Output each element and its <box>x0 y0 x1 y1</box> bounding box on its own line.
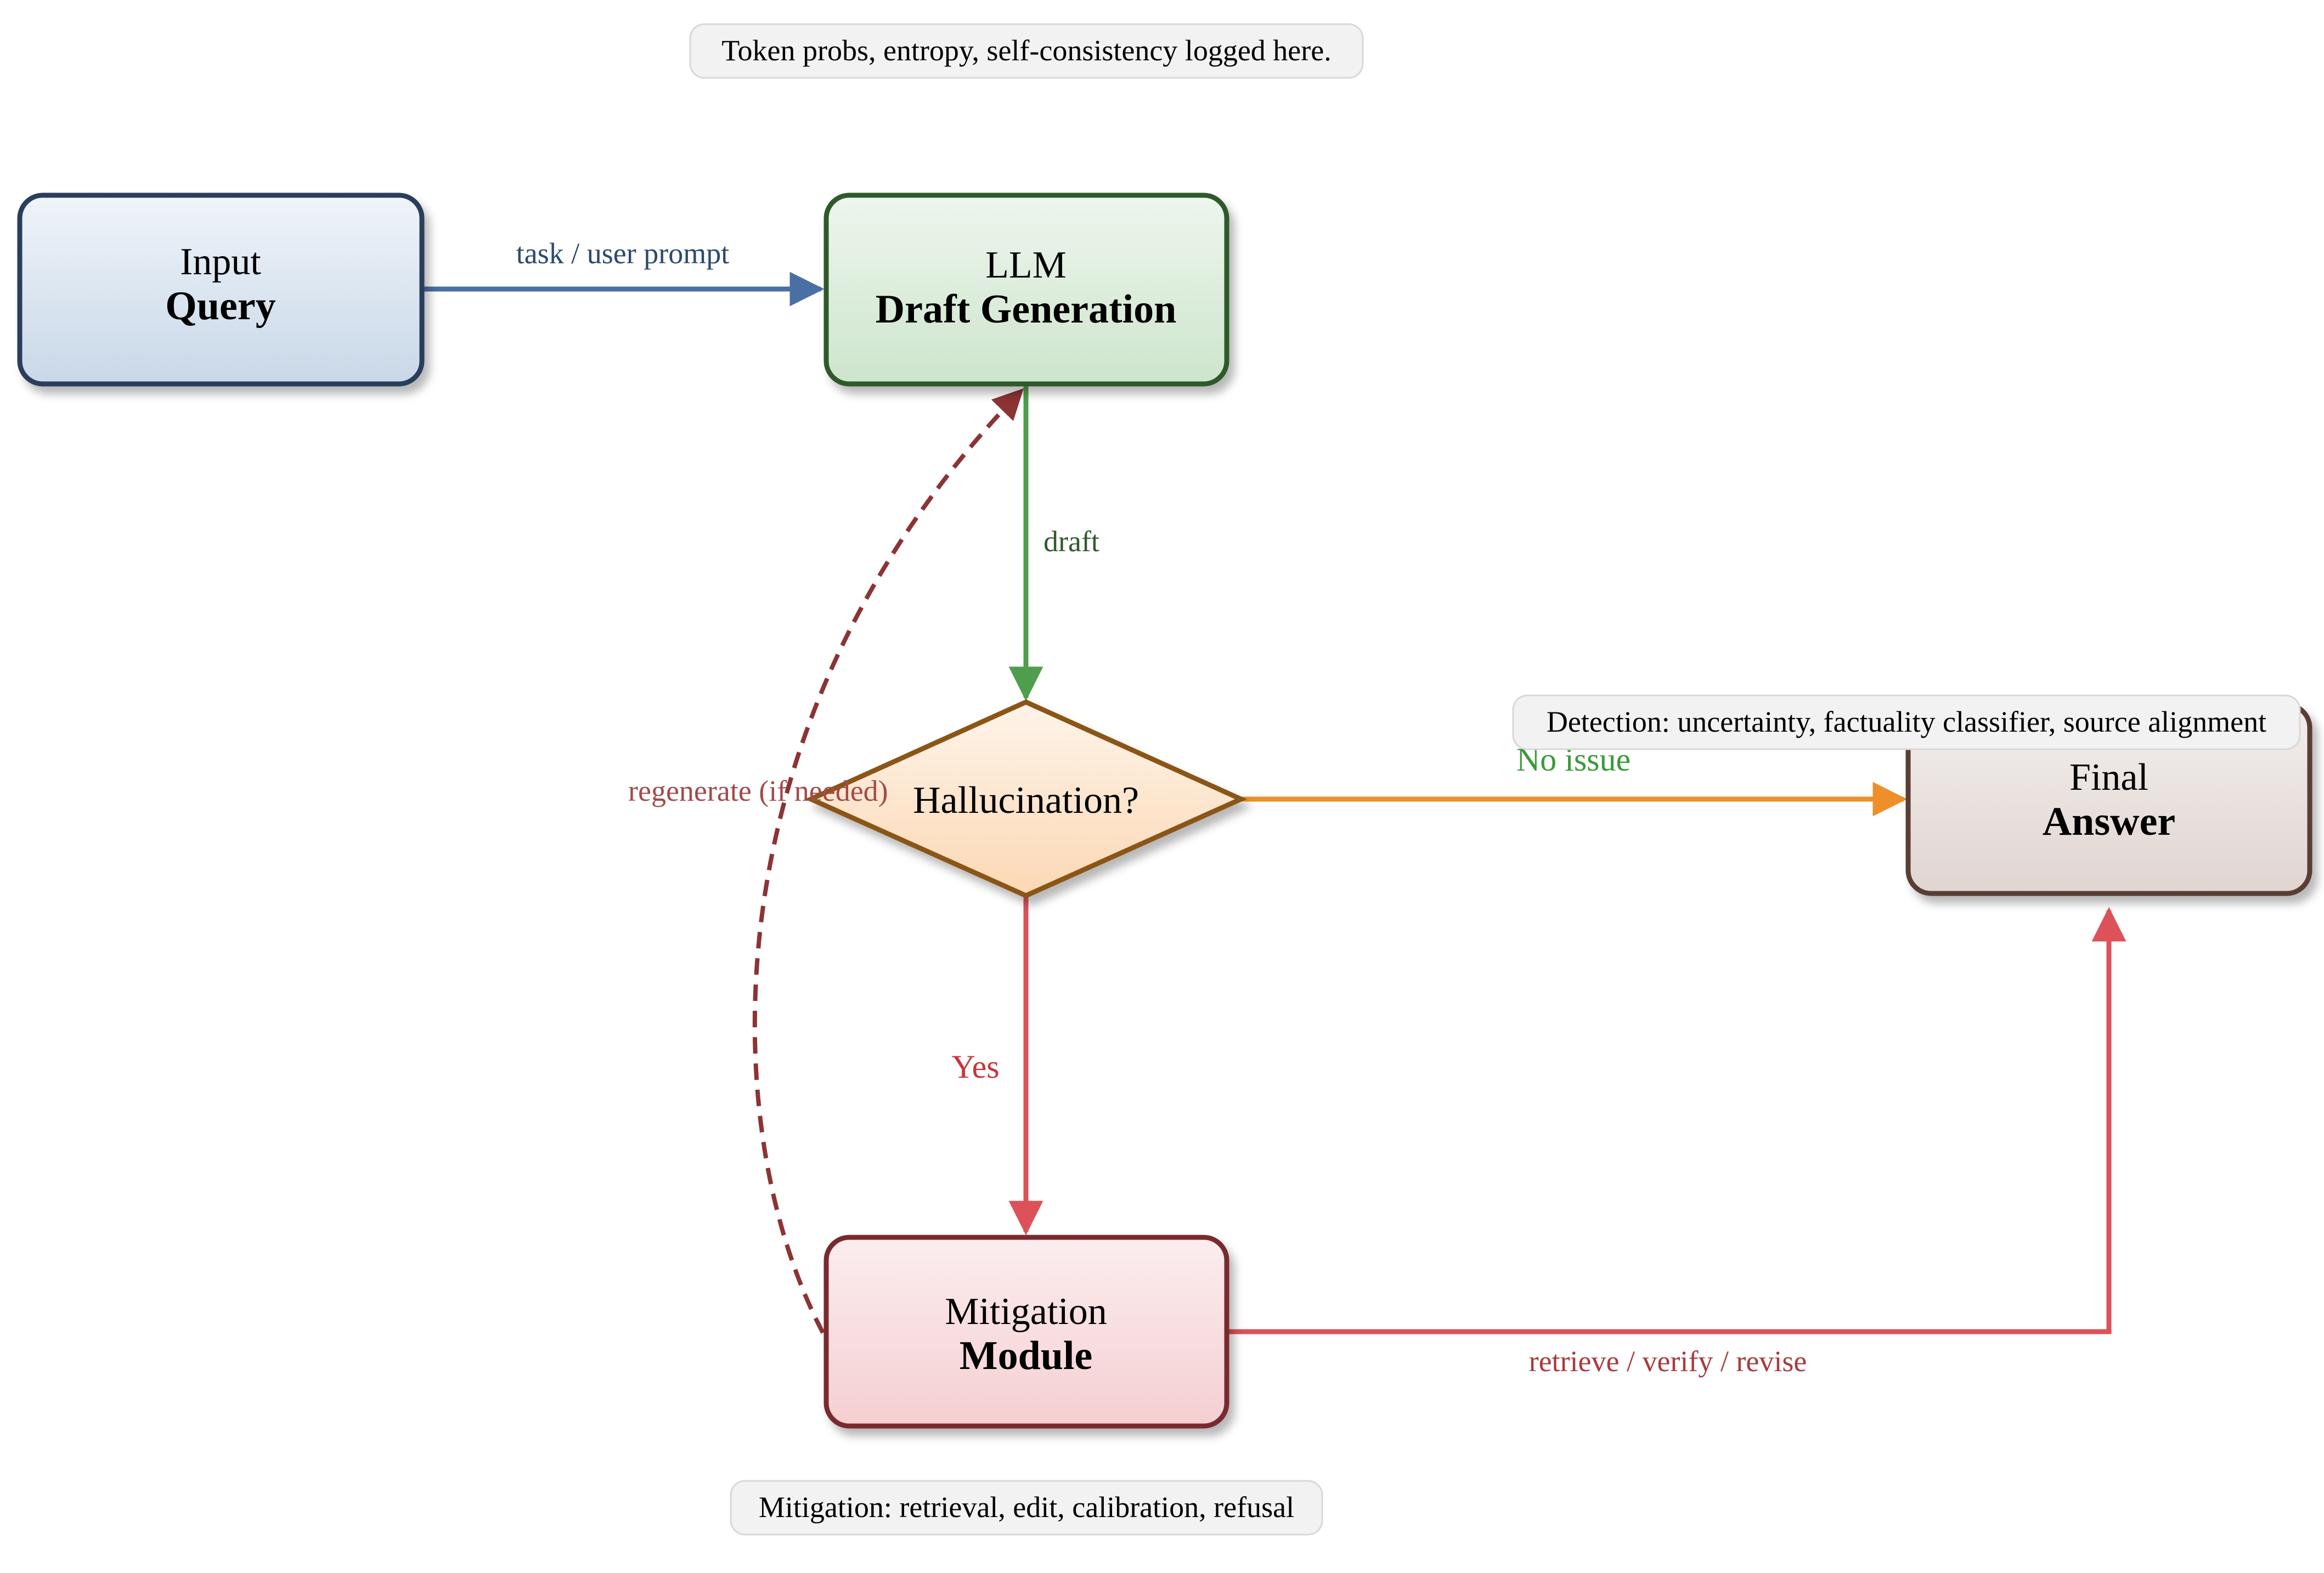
node-hallucination-decision: Hallucination? <box>805 699 1247 898</box>
note-mitigation-text: Mitigation: retrieval, edit, calibration… <box>759 1491 1294 1524</box>
node-final-line2: Answer <box>2043 799 2176 844</box>
note-detection-text: Detection: uncertainty, factuality class… <box>1547 705 2266 738</box>
edge-prompt-label: task / user prompt <box>516 237 729 270</box>
node-input-line2: Query <box>165 284 275 329</box>
note-detection: Detection: uncertainty, factuality class… <box>1512 694 2301 750</box>
node-mitigation-line1: Mitigation <box>945 1291 1107 1333</box>
edge-regenerate-arrow <box>752 388 1024 1334</box>
edge-revise-arrow <box>1227 907 2126 1334</box>
node-llm-line2: Draft Generation <box>876 287 1177 332</box>
note-top-text: Token probs, entropy, self-consistency l… <box>721 34 1331 67</box>
edge-yes-label: Yes <box>951 1049 999 1085</box>
node-input-query: Input Query <box>17 193 425 387</box>
node-mitigation-line2: Module <box>960 1333 1093 1378</box>
node-input-line1: Input <box>180 241 261 283</box>
note-top: Token probs, entropy, self-consistency l… <box>689 23 1364 79</box>
node-decision-label: Hallucination? <box>913 779 1139 822</box>
edge-revise-label: retrieve / verify / revise <box>1529 1345 1807 1378</box>
node-llm-line1: LLM <box>985 244 1067 286</box>
node-mitigation-module: Mitigation Module <box>823 1235 1229 1429</box>
edge-draft-label: draft <box>1043 525 1099 558</box>
node-llm-draft: LLM Draft Generation <box>823 193 1229 387</box>
node-final-line1: Final <box>2069 756 2148 799</box>
edge-regenerate-label: regenerate (if needed) <box>628 774 888 807</box>
note-mitigation: Mitigation: retrieval, edit, calibration… <box>730 1480 1323 1536</box>
